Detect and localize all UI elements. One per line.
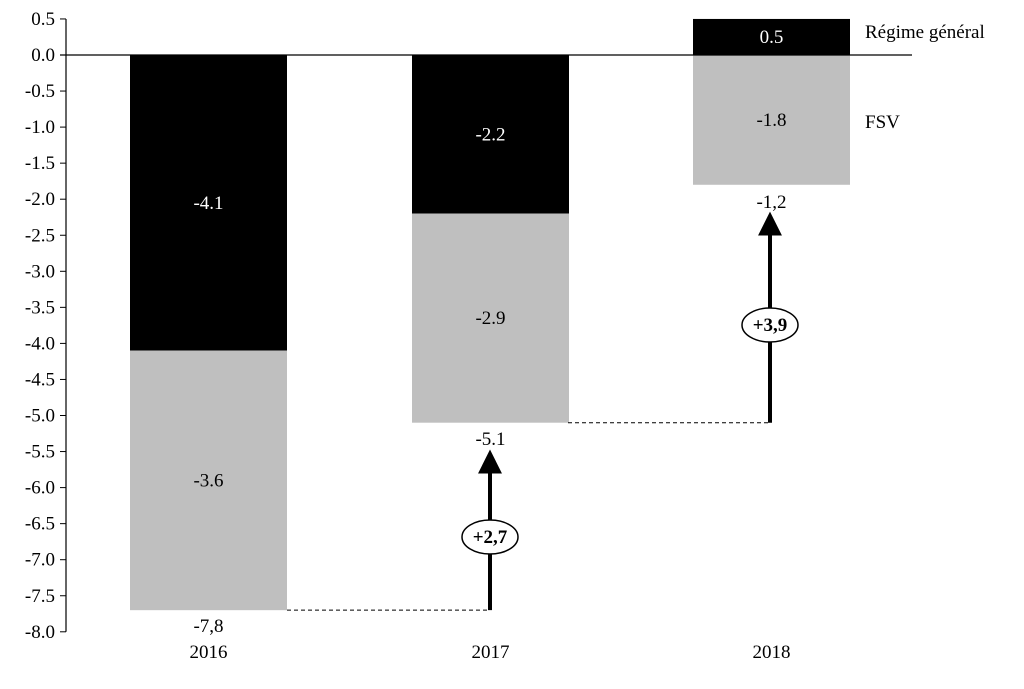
y-tick-label: 0.0 [31,45,55,66]
y-tick-label: -4.0 [25,333,55,354]
data-label: -1.8 [756,110,786,131]
y-tick-label: -6.5 [25,514,55,535]
arrow-badge [741,307,799,343]
legend-regime-general: Régime général [865,22,985,43]
data-label: -2.2 [475,124,505,145]
bar-2016-fsv [130,350,287,611]
y-tick-label: -5.5 [25,442,55,463]
bar-2017-régime-général [412,55,569,214]
data-label: 0.5 [760,27,784,48]
arrow-label: +3,9 [753,315,788,336]
bar-2018-fsv [693,55,850,185]
legend-fsv: FSV [865,112,900,133]
total-label: -1,2 [756,192,786,213]
bar-2018-régime-général [693,18,850,55]
y-tick-label: 0.5 [31,9,55,30]
data-label: -4.1 [193,193,223,214]
y-tick-label: -3.0 [25,261,55,282]
arrow-badge [461,519,519,555]
y-tick-label: -2.0 [25,189,55,210]
y-tick-label: -0.5 [25,81,55,102]
y-tick-label: -6.0 [25,478,55,499]
y-tick-label: -2.5 [25,225,55,246]
x-tick-label: 2017 [472,642,510,663]
y-tick-label: -3.5 [25,297,55,318]
data-label: -3.6 [193,470,223,491]
y-tick-label: -4.5 [25,369,55,390]
y-tick-label: -1.5 [25,153,55,174]
y-tick-label: -8.0 [25,622,55,643]
bar-2016-régime-général [130,55,287,351]
x-tick-label: 2018 [753,642,791,663]
bar-2017-fsv [412,213,569,423]
y-tick-label: -7.5 [25,586,55,607]
total-label: -5.1 [475,429,505,450]
y-tick-label: -1.0 [25,117,55,138]
arrow-label: +2,7 [473,527,508,548]
data-label: -2.9 [475,308,505,329]
x-tick-label: 2016 [190,642,228,663]
total-label: -7,8 [193,616,223,637]
y-tick-label: -7.0 [25,550,55,571]
y-tick-label: -5.0 [25,406,55,427]
